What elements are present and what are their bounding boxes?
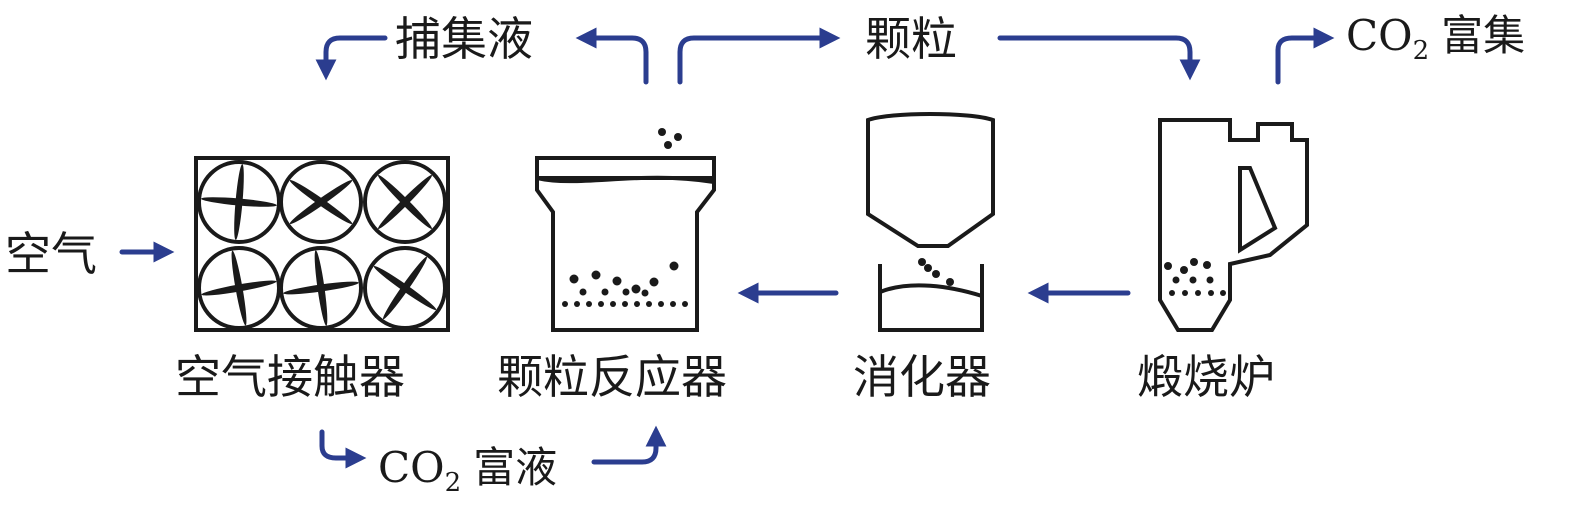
co2-capture-label: CO2 富集 — [1346, 11, 1525, 66]
pellet-dot — [574, 301, 580, 307]
pellet-dot — [562, 301, 568, 307]
air-label: 空气 — [5, 227, 97, 281]
pellet-dot — [646, 301, 652, 307]
co2-subscript: 2 — [445, 468, 462, 498]
reactor-to-pellets-arrow — [677, 27, 841, 85]
pellet-dot — [918, 258, 926, 266]
pellet-dot — [658, 301, 664, 307]
calciner-unit — [1158, 118, 1309, 332]
pellets-to-calciner-arrow — [997, 35, 1201, 81]
calciner-to-co2-arrow — [1275, 27, 1335, 85]
pellet-dot — [579, 288, 587, 296]
pellet-dot — [1182, 290, 1188, 296]
contactor-cell — [363, 160, 447, 244]
co2-capture-suffix: 富集 — [1441, 11, 1525, 60]
calciner-body — [1158, 118, 1309, 332]
pellet-dot — [682, 301, 688, 307]
pellet-dot — [1172, 276, 1180, 284]
pellet-dot — [612, 276, 622, 286]
pellet-reactor-unit — [535, 128, 716, 332]
reactor-to-capture-liquid-arrow — [575, 27, 649, 85]
pellet-dot — [674, 133, 682, 141]
reactor-bottom-dots — [562, 301, 688, 307]
pellet-dot — [1169, 290, 1175, 296]
pellet-dot — [622, 288, 630, 296]
packing-blade — [289, 180, 353, 224]
capture-liquid-label: 捕集液 — [395, 12, 533, 66]
pellet-dot — [1164, 262, 1172, 270]
reactor-top-band — [535, 156, 716, 180]
contactor-cell — [363, 246, 447, 330]
reactor-liquid-surface — [536, 175, 715, 184]
slaker-label: 消化器 — [853, 350, 991, 404]
packing-blade — [231, 250, 247, 326]
contactor-cell — [279, 246, 363, 330]
air-contactor-label: 空气接触器 — [175, 350, 405, 404]
co2-rich-liquid-label: CO2 富液 — [378, 443, 557, 498]
packing-blade — [234, 164, 244, 240]
pellet-dot — [591, 270, 601, 280]
contactor-to-co2-rich-arrow — [319, 429, 367, 469]
pellet-dot — [1189, 276, 1197, 284]
contactor-cell — [279, 160, 363, 244]
co2-text: CO — [1346, 11, 1413, 60]
pellets-label: 颗粒 — [865, 12, 957, 66]
pellet-dot — [1208, 290, 1214, 296]
pellet-dot — [946, 278, 954, 286]
pellet-dot — [610, 301, 616, 307]
pellet-dot — [598, 301, 604, 307]
slaker-hopper — [866, 112, 995, 248]
pellet-dot — [658, 128, 666, 136]
pellet-dot — [649, 277, 659, 287]
pellet-dot — [634, 301, 640, 307]
co2-subscript: 2 — [1413, 36, 1430, 66]
co2-rich-to-reactor-arrow — [591, 425, 667, 465]
slaker-vessel — [878, 264, 984, 332]
packing-blade — [314, 250, 328, 326]
co2-rich-suffix: 富液 — [473, 443, 557, 492]
pellet-dot — [669, 261, 679, 271]
pellet-dot — [641, 289, 649, 297]
pellet-dot — [601, 288, 609, 296]
air-contactor-frame — [194, 156, 450, 332]
pellet-dot — [932, 270, 940, 278]
calciner-cyclone — [1238, 166, 1278, 254]
packing-blade — [383, 256, 427, 320]
pellet-dot — [1203, 261, 1211, 269]
pellet-dot — [1190, 258, 1198, 266]
pellet-dot — [1220, 290, 1226, 296]
pellet-dot — [569, 274, 579, 284]
pellet-dot — [924, 264, 932, 272]
calciner-label: 煅烧炉 — [1137, 350, 1275, 404]
pellet-dot — [586, 301, 592, 307]
pellet-dot — [670, 301, 676, 307]
slaker-unit — [866, 112, 995, 332]
air-contactor-unit — [194, 156, 450, 332]
pellet-dot — [664, 141, 672, 149]
pellet-dot — [1195, 290, 1201, 296]
packing-blade — [378, 175, 432, 229]
pellet-dot — [631, 284, 641, 294]
pellet-dot — [1206, 276, 1214, 284]
capture-liquid-to-contactor-arrow — [315, 35, 388, 81]
co2-text: CO — [378, 443, 445, 492]
pellet-dot — [622, 301, 628, 307]
slaker-liquid-surface — [879, 283, 983, 298]
reactor-body — [535, 178, 716, 332]
pellet-dot — [1180, 266, 1188, 274]
pellet-reactor-label: 颗粒反应器 — [497, 350, 727, 404]
